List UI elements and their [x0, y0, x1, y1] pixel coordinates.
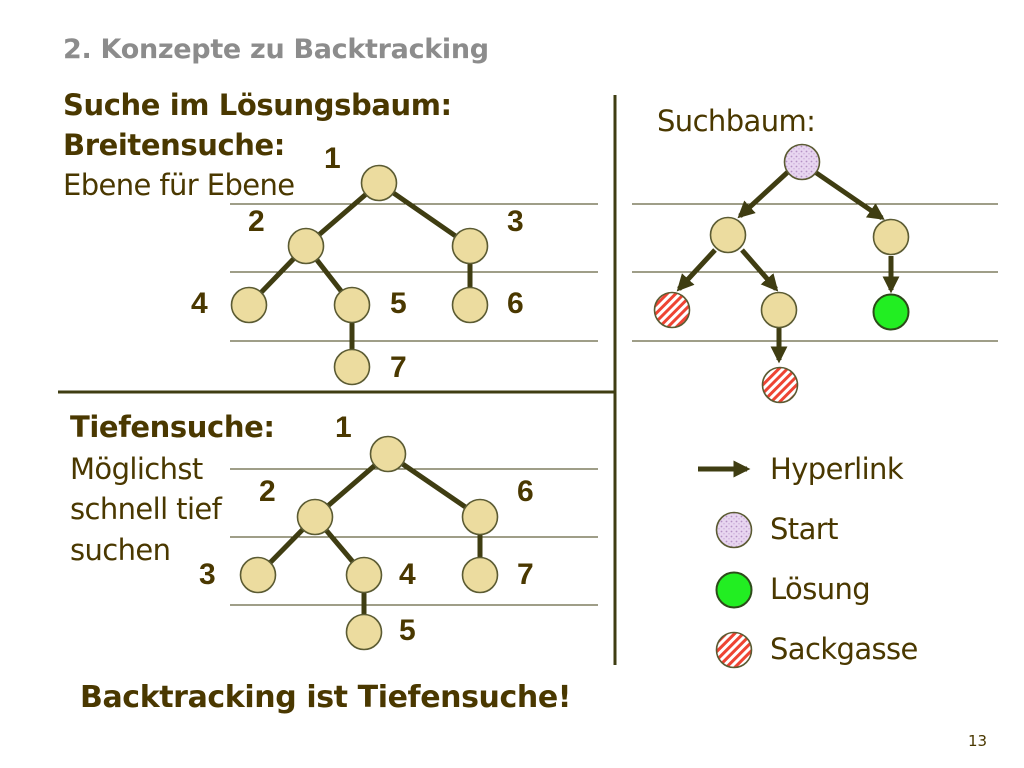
bfs-nodes	[230, 164, 489, 386]
search-tree-nodes	[653, 143, 910, 404]
dfs-description-line-2: schnell tief	[70, 492, 222, 526]
dfs-node-4	[345, 556, 383, 594]
search-node-level3-middle	[760, 291, 798, 329]
bfs-label-6: 6	[507, 287, 524, 320]
bfs-node-4	[230, 286, 268, 324]
dfs-label-2: 2	[259, 475, 276, 508]
dfs-nodes	[239, 435, 499, 651]
conclusion-text: Backtracking ist Tiefensuche!	[80, 680, 572, 715]
search-tree-arrows	[676, 168, 900, 364]
dfs-label-3: 3	[199, 558, 216, 591]
dfs-label-7: 7	[517, 558, 534, 591]
legend-hyperlink-label: Hyperlink	[770, 452, 904, 486]
heading-bfs: Breitensuche:	[63, 128, 285, 162]
search-node-solution	[872, 293, 910, 331]
page-number: 13	[968, 732, 988, 750]
dfs-node-6	[461, 498, 499, 536]
dfs-label-4: 4	[399, 558, 416, 591]
search-node-deadend-2	[761, 366, 799, 404]
dfs-node-1	[369, 435, 407, 473]
dfs-node-3	[239, 556, 277, 594]
bfs-edges	[246, 180, 473, 370]
dfs-label-1: 1	[335, 411, 352, 444]
bfs-label-2: 2	[248, 205, 265, 238]
heading-dfs: Tiefensuche:	[70, 410, 275, 444]
bfs-node-6	[451, 286, 489, 324]
dfs-node-5	[345, 613, 383, 651]
dfs-node-2	[296, 498, 334, 536]
bfs-label-3: 3	[507, 205, 524, 238]
bfs-label-7: 7	[390, 351, 407, 384]
bfs-label-4: 4	[191, 287, 208, 320]
legend-solution-label: Lösung	[770, 572, 871, 606]
bfs-labels: 1 2 3 4 5 6 7	[191, 142, 524, 384]
bfs-node-7	[333, 348, 371, 386]
dfs-node-7	[461, 556, 499, 594]
bfs-level-lines	[230, 203, 598, 342]
legend-start-label: Start	[770, 512, 838, 546]
bfs-node-3	[451, 227, 489, 265]
search-node-deadend-1	[653, 291, 691, 329]
slide-header: 2. Konzepte zu Backtracking	[63, 34, 489, 65]
dfs-description-line-1: Möglichst	[70, 452, 203, 486]
bfs-node-5	[333, 286, 371, 324]
legend-solution-icon	[715, 571, 753, 609]
legend-deadend-icon	[715, 631, 753, 669]
legend-start-icon	[715, 511, 753, 549]
search-node-level2-left	[709, 216, 747, 254]
bfs-node-1	[360, 164, 398, 202]
legend-deadend-label: Sackgasse	[770, 632, 918, 666]
heading-main: Suche im Lösungsbaum:	[63, 88, 452, 122]
bfs-node-2	[287, 227, 325, 265]
dfs-labels: 1 2 6 3 4 7 5	[199, 411, 534, 647]
bfs-description: Ebene für Ebene	[63, 168, 295, 202]
bfs-label-5: 5	[390, 287, 407, 320]
bfs-label-1: 1	[324, 142, 341, 175]
suchbaum-label: Suchbaum:	[657, 104, 816, 138]
dfs-description-line-3: suchen	[70, 533, 171, 567]
search-node-level2-right	[872, 218, 910, 256]
dfs-label-6: 6	[517, 475, 534, 508]
search-node-start	[783, 143, 821, 181]
dfs-label-5: 5	[399, 614, 416, 647]
